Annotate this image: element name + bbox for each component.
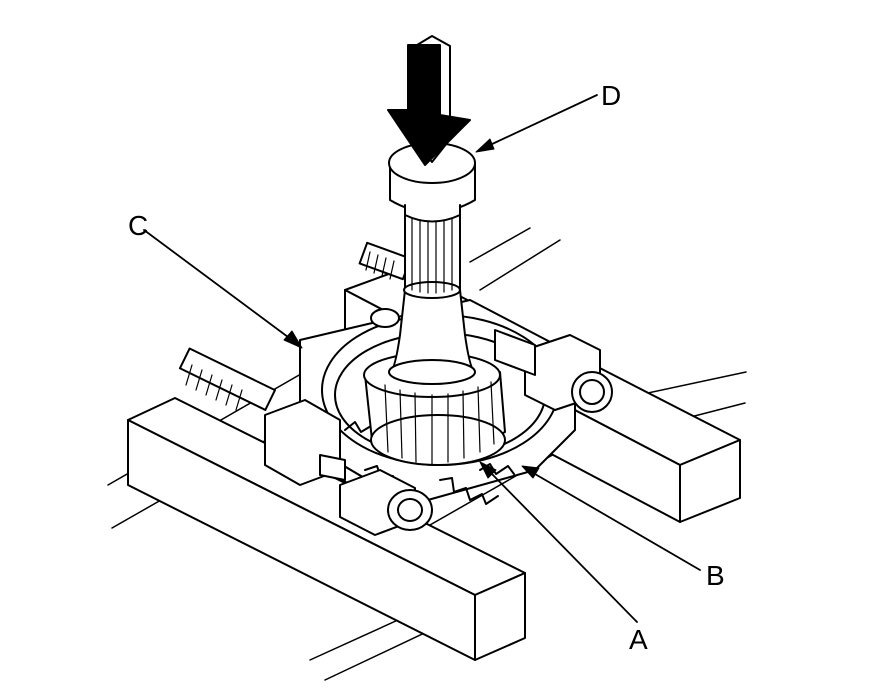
left-support-block	[128, 398, 525, 660]
callout-label-a: A	[629, 624, 648, 655]
front-clamp	[320, 455, 432, 535]
press-force-arrow	[388, 36, 470, 165]
callout-label-b: B	[706, 560, 725, 591]
back-bolt	[360, 243, 411, 279]
callout-leaders	[144, 95, 700, 622]
pinion-shaft	[389, 210, 475, 384]
callout-label-d: D	[601, 80, 622, 111]
right-clamp	[495, 330, 612, 412]
callout-label-c: C	[128, 210, 149, 241]
